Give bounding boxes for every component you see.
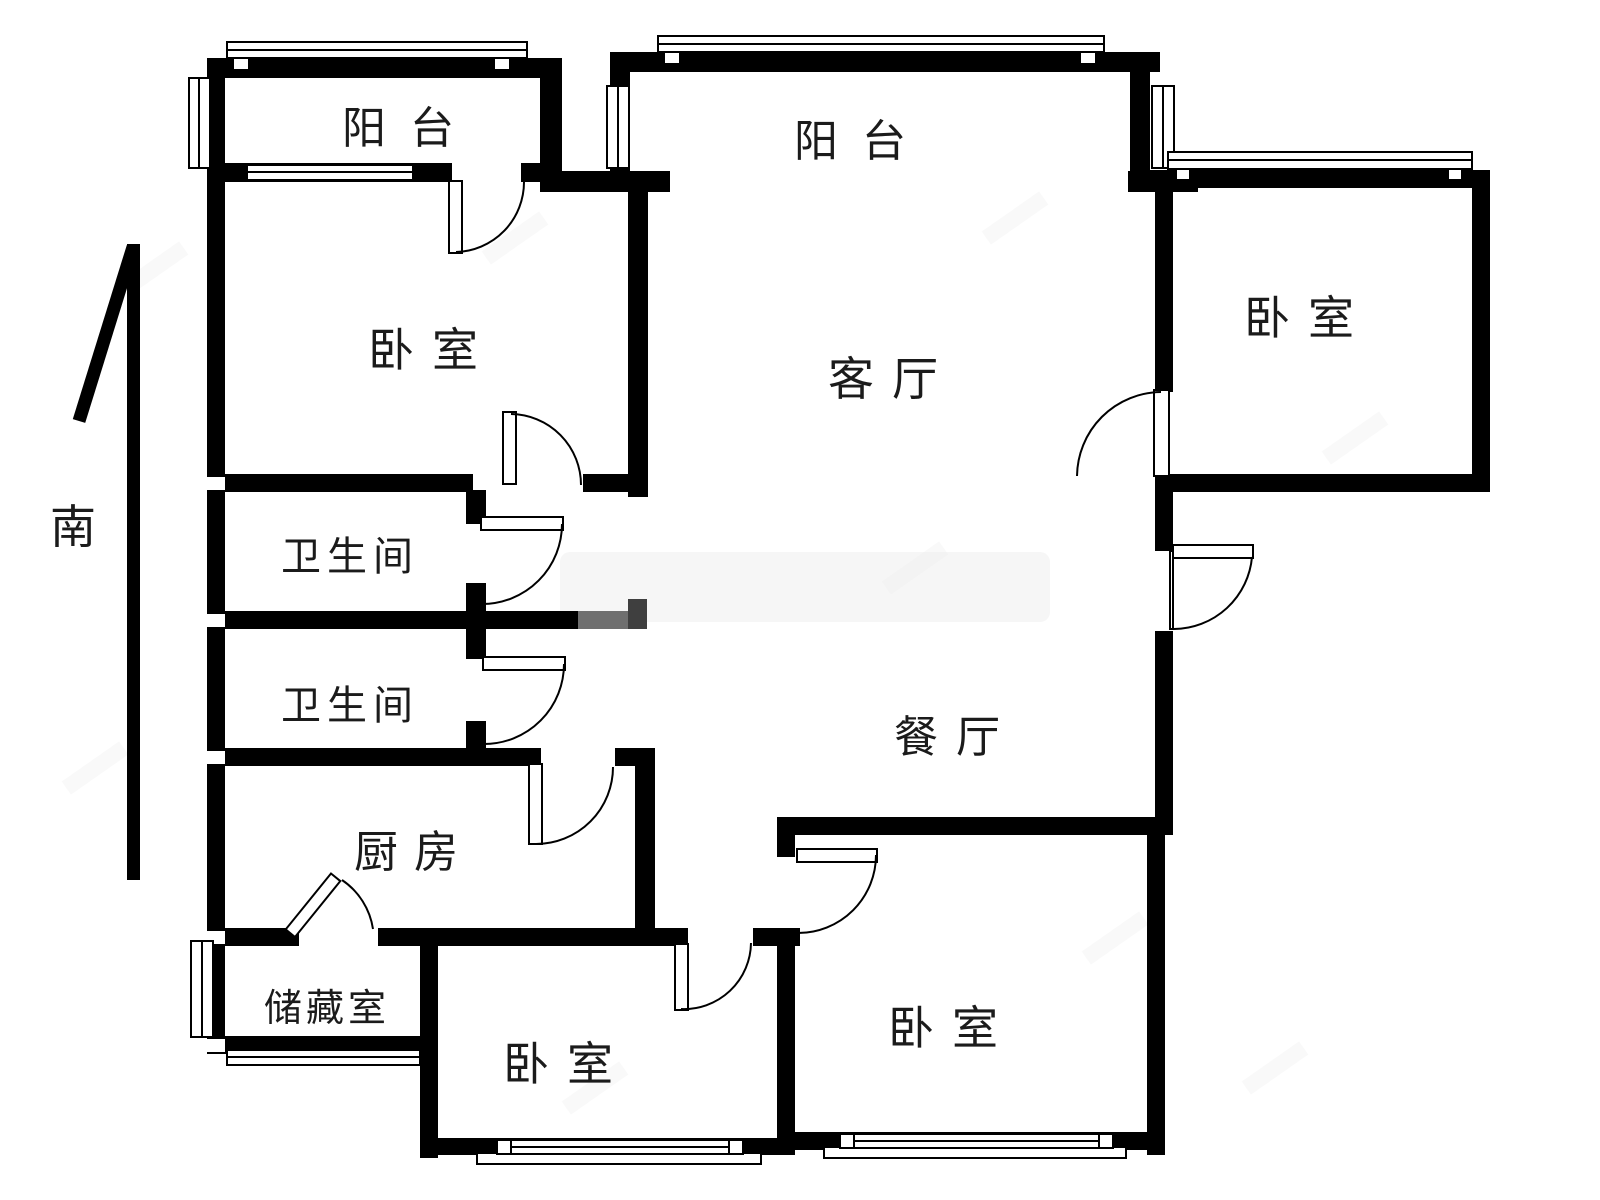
- room-label-balcony-center: 阳台: [794, 117, 930, 166]
- wall-segment: [466, 627, 486, 659]
- room-label-bedroom-top-left: 卧室: [368, 325, 496, 376]
- wall-segment: [1140, 170, 1490, 188]
- wall-segment: [1472, 170, 1490, 492]
- room-label-storage: 储藏室: [264, 988, 390, 1030]
- wall-segment: [635, 757, 655, 943]
- wall-segment: [466, 490, 486, 524]
- wall-segment: [628, 173, 648, 497]
- wall-segment: [540, 58, 562, 173]
- compass-south-label: 南: [50, 502, 96, 553]
- wall-stub-gray-dark: [628, 599, 647, 629]
- wall-segment: [1130, 52, 1150, 192]
- door-entry: [1169, 544, 1254, 630]
- window-balcony-left-top: [226, 41, 528, 71]
- room-label-living-room: 客厅: [828, 354, 956, 405]
- wall-segment: [378, 928, 688, 946]
- window-balcony-center-left: [606, 85, 630, 169]
- door-bedroom-bottom-center: [674, 942, 752, 1011]
- wall-segment: [207, 58, 562, 78]
- door-bedroom-top-left: [502, 411, 582, 486]
- wall-segment: [583, 474, 648, 492]
- door-balcony-left-to-bedroom: [448, 180, 525, 254]
- door-bedroom-bottom-right: [796, 848, 878, 934]
- window-balcony-center-top: [657, 35, 1105, 65]
- center-ghost-watermark: [560, 552, 1050, 622]
- room-label-bedroom-bottom-right: 卧室: [888, 1003, 1016, 1054]
- room-label-bathroom-lower: 卫生间: [281, 683, 419, 728]
- wall-segment: [777, 933, 795, 1155]
- wall-segment: [1155, 192, 1173, 392]
- windows: [188, 35, 1473, 1165]
- wall-segment: [610, 52, 1160, 72]
- wall-segment: [207, 58, 225, 1053]
- window-storage-side: [190, 940, 214, 1038]
- wall-segment: [207, 611, 578, 629]
- watermark-layer: [61, 191, 1389, 1115]
- wall-segment: [207, 928, 299, 946]
- doors: [284, 180, 1254, 1011]
- door-bathroom-lower: [482, 656, 566, 745]
- window-balcony-left-side: [188, 77, 211, 169]
- door-kitchen: [528, 763, 614, 845]
- window-balcony-left-inner: [246, 164, 414, 181]
- room-label-balcony-left: 阳台: [342, 104, 478, 153]
- room-label-kitchen: 厨房: [354, 828, 474, 877]
- wall-seams: [207, 477, 225, 1052]
- wall-segment: [540, 171, 670, 192]
- wall-segment: [777, 817, 1173, 835]
- wall-segment: [1147, 817, 1165, 1155]
- room-label-bathroom-upper: 卫生间: [281, 534, 419, 579]
- window-bedroom-top-right: [1167, 151, 1473, 181]
- wall-segment: [207, 748, 541, 766]
- wall-segment: [1155, 631, 1173, 821]
- window-bedroom-bottom-center: [476, 1139, 762, 1165]
- window-bedroom-bottom-right: [823, 1133, 1127, 1159]
- room-label-bedroom-bottom-center: 卧室: [503, 1039, 631, 1090]
- south-arrow: [72, 244, 140, 880]
- window-balcony-center-right: [1151, 85, 1175, 169]
- door-bathroom-upper: [480, 516, 564, 605]
- room-label-dining-room: 餐厅: [894, 713, 1018, 762]
- window-storage-bottom: [226, 1049, 421, 1066]
- door-storage: [284, 872, 374, 939]
- door-bedroom-top-right: [1076, 389, 1170, 477]
- wall-segment: [1155, 474, 1490, 492]
- wall-segment: [1155, 492, 1173, 551]
- room-label-bedroom-top-right: 卧室: [1244, 293, 1372, 344]
- wall-segment: [207, 474, 473, 492]
